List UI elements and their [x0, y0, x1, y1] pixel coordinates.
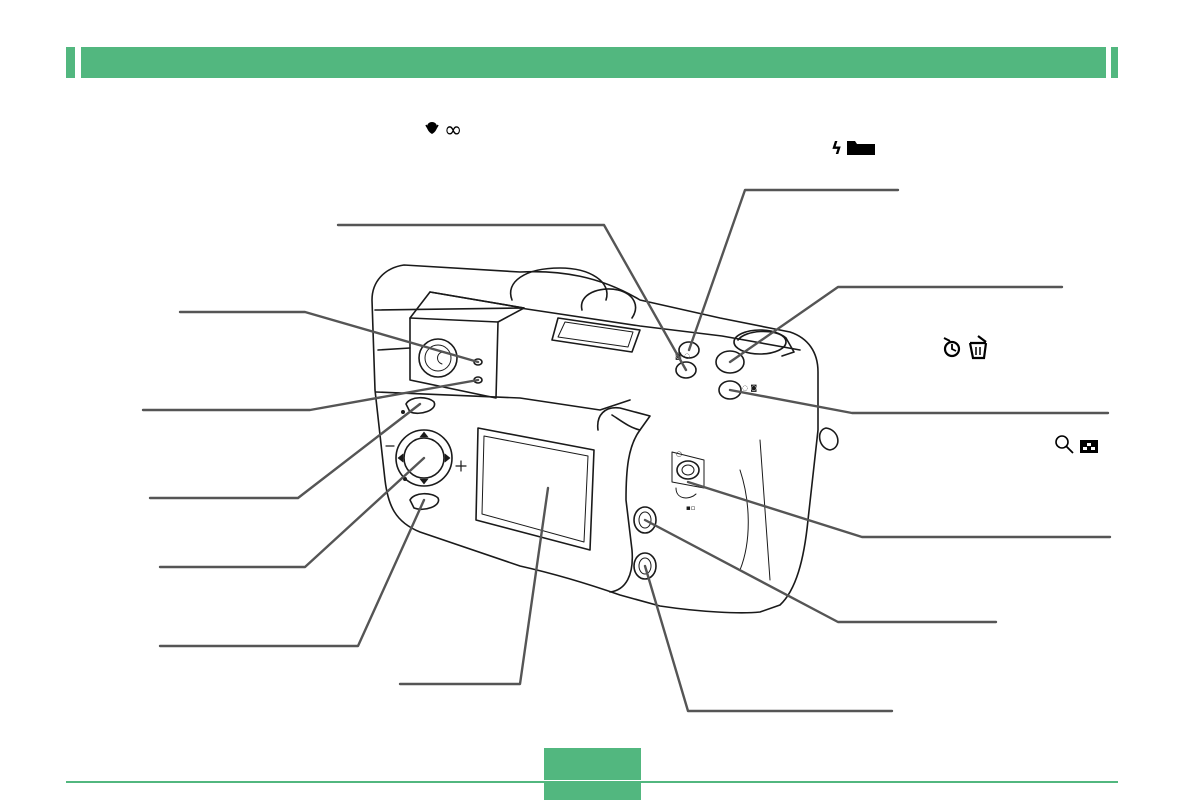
- leader-flash-button: [687, 188, 900, 352]
- folder-icon: [847, 141, 875, 155]
- leader-viewfinder-lamp-lower: [141, 378, 480, 412]
- leader-menu-button: [148, 402, 422, 500]
- svg-text:▪▫: ▪▫: [686, 504, 696, 512]
- delete-icon: [968, 335, 988, 360]
- leader-lines: [141, 188, 1112, 713]
- svg-text:◌ ◙: ◌ ◙: [742, 384, 757, 392]
- index-grid-icon: [1080, 440, 1098, 453]
- infinity-icon: ∞: [444, 118, 462, 143]
- macro-icon: [425, 122, 439, 134]
- svg-text:◙ ◌: ◙ ◌: [675, 352, 690, 360]
- leader-focus-button: [336, 223, 688, 372]
- leader-jack-lower: [643, 564, 894, 713]
- leader-lcd-monitor: [398, 486, 550, 686]
- leader-jack-upper: [643, 518, 998, 624]
- header-bar: [66, 47, 1118, 78]
- leader-shutter-button: [728, 285, 1064, 364]
- camera-body: ◙ ◌ ◌ ◙ ○ ▪▫: [371, 264, 839, 614]
- self-timer-icon: [943, 337, 961, 358]
- leader-dpad: [158, 456, 426, 569]
- leader-zoom-lever: [686, 480, 1112, 539]
- svg-text:○: ○: [676, 450, 682, 458]
- magnifier-icon: [1055, 435, 1074, 454]
- leader-viewfinder-lamp-upper: [178, 310, 480, 364]
- leader-display-button: [158, 498, 426, 648]
- page-tab: [544, 748, 641, 800]
- leader-timer-delete-button: [728, 388, 1110, 415]
- flash-icon: ϟ: [831, 139, 842, 159]
